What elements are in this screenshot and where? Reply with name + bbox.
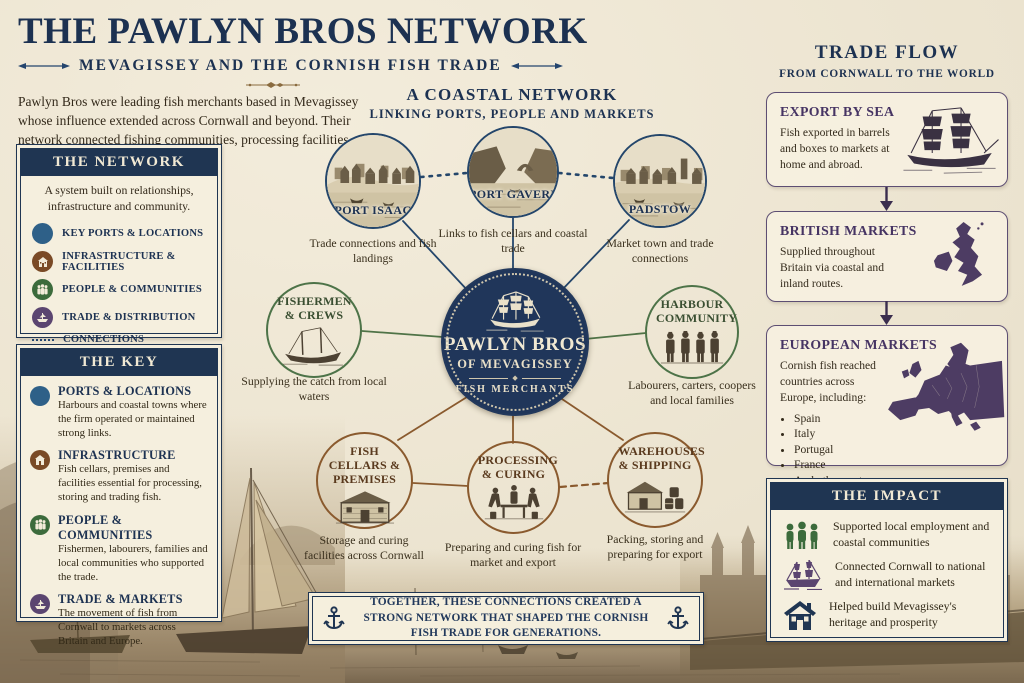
trade-flow-subtitle: FROM CORNWALL TO THE WORLD xyxy=(779,68,995,80)
hub-role: FISH MERCHANTS xyxy=(455,383,575,395)
diagram-title: A COASTAL NETWORK xyxy=(406,85,618,104)
right-arrow-icon xyxy=(510,63,563,69)
flow-box-european: EUROPEAN MARKETS Cornish fish reached co… xyxy=(766,325,1008,487)
key-item-ports: PORTS & LOCATIONS Harbours and coastal t… xyxy=(30,384,208,440)
caption-fishermen: Supplying the catch from local waters xyxy=(241,374,387,403)
page-title: THE PAWLYN BROS NETWORK xyxy=(18,11,588,52)
anchor-icon xyxy=(667,605,689,629)
house-icon xyxy=(784,600,816,630)
ship-icon xyxy=(784,559,822,590)
anchor-icon xyxy=(323,605,345,629)
node-port-gaverne: PORT GAVERNE xyxy=(467,126,559,218)
britain-map-illustration xyxy=(933,222,984,286)
node-fishermen-crews: FISHERMEN & CREWS xyxy=(266,282,362,378)
tall-ship-illustration xyxy=(486,290,544,332)
building-icon xyxy=(30,450,50,471)
caption-port-isaac: Trade connections and fish landings xyxy=(309,236,437,265)
ship-icon xyxy=(30,594,50,615)
node-padstow: PADSTOW xyxy=(613,134,707,228)
workers-illustration xyxy=(660,330,724,364)
node-port-isaac: PORT ISAAC xyxy=(325,133,421,229)
market-town-illustration xyxy=(615,136,705,226)
hub-divider: ◆ xyxy=(469,374,562,382)
ship-icon xyxy=(32,306,53,328)
divider-ornament-icon xyxy=(246,82,300,88)
impact-item-heritage: Helped build Mevagissey's heritage and p… xyxy=(783,599,991,630)
network-legend-panel: THE NETWORK A system built on relationsh… xyxy=(16,144,222,345)
caption-warehouses: Packing, storing and preparing for expor… xyxy=(606,532,704,561)
building-icon xyxy=(32,251,53,273)
legend-item-trade: TRADE & DISTRIBUTION xyxy=(32,306,206,328)
page-subtitle: MEVAGISSEY AND THE CORNISH FISH TRADE xyxy=(79,57,502,74)
left-arrow-icon xyxy=(18,63,70,69)
hub-location: OF MEVAGISSEY xyxy=(457,356,573,371)
fishing-boat-illustration xyxy=(283,327,343,366)
port-circle-icon xyxy=(30,386,50,406)
warehouse-illustration xyxy=(624,481,686,512)
port-circle-icon xyxy=(32,223,53,245)
caption-harbour: Labourers, carters, coopers and local fa… xyxy=(628,378,756,407)
caption-port-gaverne: Links to fish cellars and coastal trade xyxy=(438,226,588,255)
cove-illustration xyxy=(469,128,557,216)
legend-item-connections: CONNECTIONS xyxy=(32,334,206,345)
europe-map-illustration xyxy=(888,342,1005,431)
network-panel-description: A system built on relationships, infrast… xyxy=(44,183,194,213)
node-warehouses-shipping: WAREHOUSES & SHIPPING xyxy=(607,432,705,528)
caption-processing: Preparing and curing fish for market and… xyxy=(444,540,582,569)
node-fish-cellars: FISH CELLARS & PREMISES xyxy=(316,432,413,529)
dotted-line-icon xyxy=(32,338,54,341)
node-harbour-community: HARBOUR COMMUNITY xyxy=(645,285,739,379)
impact-item-markets: Connected Cornwall to national and inter… xyxy=(783,559,991,590)
people-icon xyxy=(32,279,53,301)
network-panel-title: THE NETWORK xyxy=(21,149,217,176)
flow-box-export: EXPORT BY SEA Fish exported in barrels a… xyxy=(766,92,1008,187)
key-item-trade: TRADE & MARKETS The movement of fish fro… xyxy=(30,592,208,648)
banner-text: TOGETHER, THESE CONNECTIONS CREATED A ST… xyxy=(363,595,649,640)
flow-arrow-icon xyxy=(880,301,893,325)
summary-banner: TOGETHER, THESE CONNECTIONS CREATED A ST… xyxy=(308,592,704,645)
key-item-infrastructure: INFRASTRUCTURE Fish cellars, premises an… xyxy=(30,448,208,504)
flow-arrow-icon xyxy=(880,187,893,211)
legend-item-infrastructure: INFRASTRUCTURE & FACILITIES xyxy=(32,251,206,273)
people-icon xyxy=(30,514,50,535)
legend-item-ports: KEY PORTS & LOCATIONS xyxy=(32,223,206,245)
caption-padstow: Market town and trade connections xyxy=(606,236,714,265)
node-processing-curing: PROCESSING & CURING xyxy=(467,441,560,534)
legend-item-people: PEOPLE & COMMUNITIES xyxy=(32,279,206,301)
impact-item-employment: Supported local employment and coastal c… xyxy=(783,519,991,550)
flow-box-british: BRITISH MARKETS Supplied throughout Brit… xyxy=(766,211,1008,302)
impact-panel: THE IMPACT Supported local employment an… xyxy=(766,478,1008,642)
impact-panel-title: THE IMPACT xyxy=(771,483,1003,510)
key-panel: THE KEY PORTS & LOCATIONS Harbours and c… xyxy=(16,344,222,647)
key-item-people: PEOPLE & COMMUNITIES Fishermen, labourer… xyxy=(30,513,208,584)
coastal-town-illustration xyxy=(327,135,419,227)
hub-pawlyn-bros: PAWLYN BROS OF MEVAGISSEY ◆ FISH MERCHAN… xyxy=(441,268,589,416)
people-icon xyxy=(786,521,818,549)
key-panel-title: THE KEY xyxy=(21,349,217,376)
curing-workers-illustration xyxy=(484,484,543,519)
diagram-subtitle: LINKING PORTS, PEOPLE AND MARKETS xyxy=(369,107,655,121)
trade-flow-title: TRADE FLOW xyxy=(814,42,960,63)
stone-building-illustration xyxy=(335,491,394,524)
hub-name: PAWLYN BROS xyxy=(443,333,587,355)
sailboat-silhouette xyxy=(176,467,319,654)
export-ship-illustration xyxy=(903,107,999,174)
caption-fish-cellars: Storage and curing facilities across Cor… xyxy=(304,533,424,562)
subtitle-row: MEVAGISSEY AND THE CORNISH FISH TRADE xyxy=(18,57,563,75)
